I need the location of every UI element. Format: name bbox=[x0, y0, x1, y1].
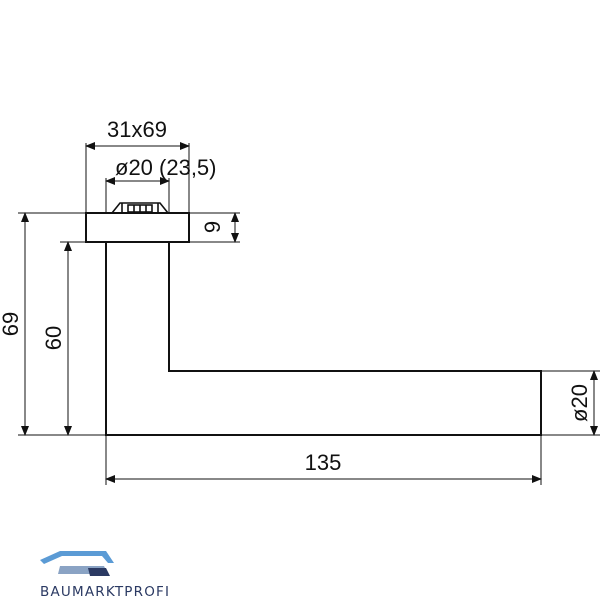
dimension-lines bbox=[21, 142, 598, 483]
logo-roof-icon bbox=[40, 551, 114, 564]
logo-bar-dark-icon bbox=[88, 568, 110, 576]
lever-outline bbox=[105, 242, 542, 436]
label-rosette-width: 31x69 bbox=[107, 117, 167, 142]
label-rosette-diameter: ø20 (23,5) bbox=[115, 155, 217, 180]
label-lever-thickness: ø20 bbox=[567, 384, 592, 422]
rosette-outline bbox=[85, 212, 190, 243]
label-total-height: 69 bbox=[0, 312, 23, 336]
label-handle-height: 60 bbox=[41, 326, 66, 350]
label-lever-length: 135 bbox=[305, 450, 342, 475]
handle-outline bbox=[85, 212, 542, 436]
spindle-detail bbox=[111, 202, 169, 214]
brand-name: BAUMARKTPROFI bbox=[40, 584, 170, 600]
brand-logo: BAUMARKTPROFI bbox=[40, 551, 170, 600]
label-rosette-height: 9 bbox=[200, 221, 225, 233]
